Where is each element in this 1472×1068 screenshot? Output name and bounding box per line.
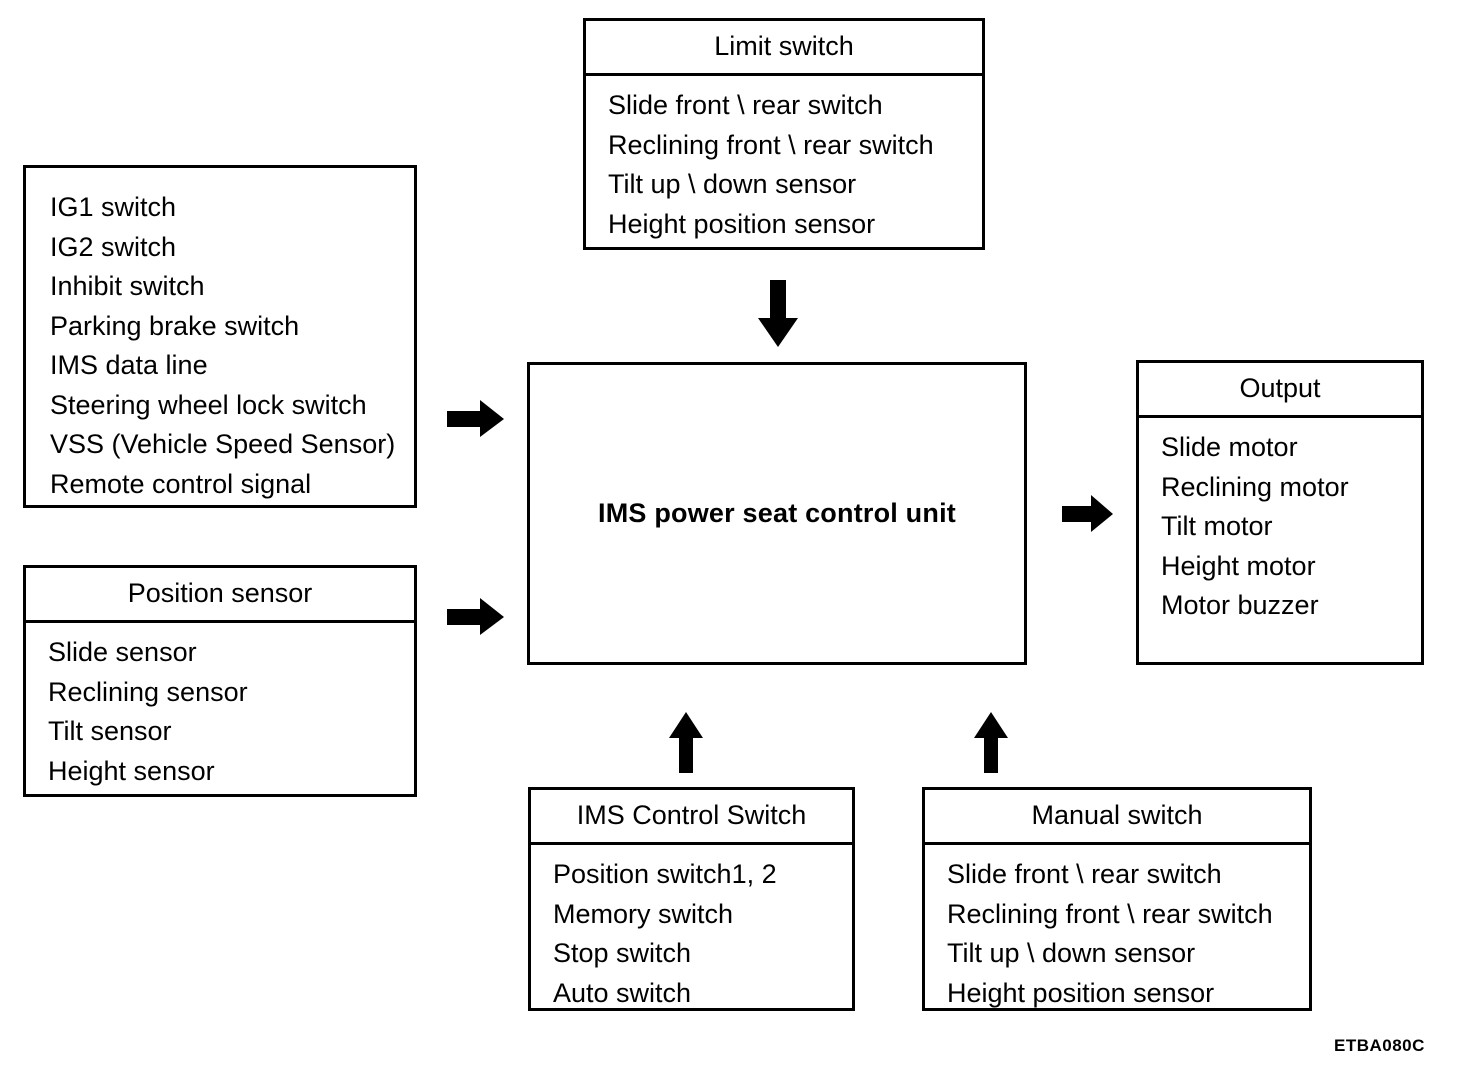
list-item: Slide sensor [48,637,197,667]
list-item: Steering wheel lock switch [50,389,367,420]
figure-code: ETBA080C [1334,1036,1425,1055]
limit-switch-list: Slide front \ rear switch Reclining fron… [586,76,982,254]
manual-switch-title: Manual switch [925,790,1309,845]
inputs-box: IG1 switch IG2 switch Inhibit switch Par… [23,165,417,508]
list-item: IG2 switch [50,231,177,262]
list-item: Inhibit switch [50,271,205,301]
position-sensor-title: Position sensor [26,568,414,623]
ims-control-switch-box: IMS Control Switch Position switch1, 2 M… [528,787,855,1011]
list-item: Auto switch [553,977,692,1008]
manual-switch-list: Slide front \ rear switch Reclining fron… [925,845,1309,1023]
list-item: Reclining front \ rear switch [608,129,934,160]
inputs-list: IG1 switch IG2 switch Inhibit switch Par… [26,168,414,522]
list-item: VSS (Vehicle Speed Sensor) [50,429,396,459]
list-item: Reclining motor [1161,471,1349,502]
list-item: Height position sensor [947,977,1215,1008]
arrow-inputs-to-control-unit [447,400,505,438]
ims-power-seat-control-unit-box: IMS power seat control unit [527,362,1027,665]
position-sensor-list: Slide sensor Reclining sensor Tilt senso… [26,623,414,801]
limit-switch-box: Limit switch Slide front \ rear switch R… [583,18,985,250]
list-item: Slide front \ rear switch [608,90,883,120]
list-item: Position switch1, 2 [553,859,777,889]
list-item: Tilt up \ down sensor [608,169,857,199]
list-item: Tilt up \ down sensor [947,938,1196,968]
limit-switch-title: Limit switch [586,21,982,76]
list-item: Tilt motor [1161,511,1273,541]
arrow-ims-control-switch-to-control-unit [668,712,704,774]
list-item: Remote control signal [50,468,312,499]
manual-switch-box: Manual switch Slide front \ rear switch … [922,787,1312,1011]
arrow-manual-switch-to-control-unit [973,712,1009,774]
list-item: IG1 switch [50,192,177,222]
list-item: Slide front \ rear switch [947,859,1222,889]
output-title: Output [1139,363,1421,418]
list-item: Height position sensor [608,208,876,239]
output-box: Output Slide motor Reclining motor Tilt … [1136,360,1424,665]
list-item: IMS data line [50,350,208,380]
list-item: Slide motor [1161,432,1298,462]
arrow-control-unit-to-output [1062,495,1114,533]
arrow-position-sensor-to-control-unit [447,598,505,636]
list-item: Reclining sensor [48,676,248,707]
ims-control-switch-title: IMS Control Switch [531,790,852,845]
list-item: Height motor [1161,550,1316,581]
list-item: Tilt sensor [48,716,172,746]
control-unit-label: IMS power seat control unit [598,498,956,528]
position-sensor-box: Position sensor Slide sensor Reclining s… [23,565,417,797]
list-item: Height sensor [48,755,215,786]
arrow-limit-switch-to-control-unit [757,280,799,348]
list-item: Stop switch [553,938,692,968]
list-item: Motor buzzer [1161,590,1319,620]
list-item: Memory switch [553,898,734,929]
output-list: Slide motor Reclining motor Tilt motor H… [1139,418,1421,636]
list-item: Reclining front \ rear switch [947,898,1273,929]
ims-control-switch-list: Position switch1, 2 Memory switch Stop s… [531,845,852,1023]
list-item: Parking brake switch [50,310,300,341]
